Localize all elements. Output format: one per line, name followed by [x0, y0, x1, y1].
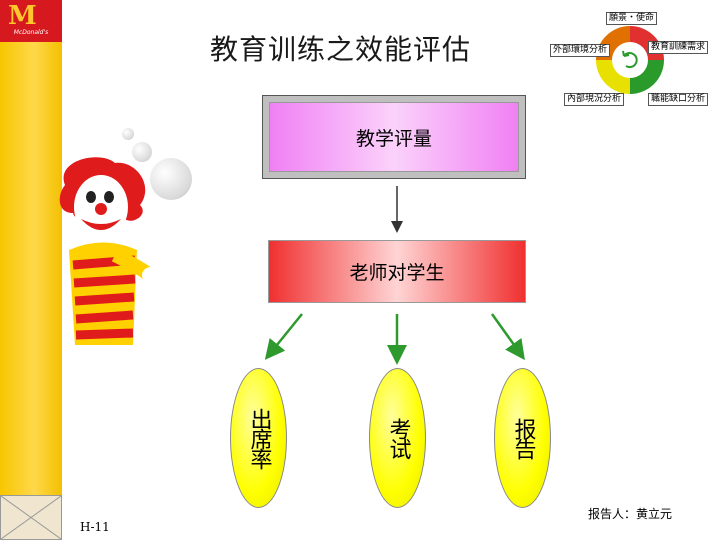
teaching-evaluation-box: 教学评量 [262, 95, 526, 179]
cycle-label-internal: 內部現況分析 [564, 93, 625, 106]
strategy-cycle-diagram: 願景・使命 外部環境分析 教育訓練需求 內部現況分析 職能缺口分析 [548, 8, 720, 108]
attendance-oval: 出席率 [230, 368, 287, 508]
logo-mark: M [8, 1, 37, 31]
logo-text: McDonald's [13, 29, 49, 36]
attendance-label: 出席率 [246, 408, 272, 468]
report-label: 报告 [510, 418, 536, 458]
teaching-evaluation-label: 教学评量 [355, 127, 432, 150]
teaching-evaluation-inner: 教学评量 [269, 102, 519, 172]
exam-oval: 考试 [369, 368, 426, 508]
corner-placeholder-box [0, 495, 62, 540]
ronald-mascot-illustration [59, 157, 160, 345]
cycle-label-external: 外部環境分析 [550, 44, 611, 57]
page-title: 教育训练之效能评估 [210, 33, 472, 66]
teacher-to-student-label: 老师对学生 [349, 262, 445, 284]
arrow-to-report [490, 313, 525, 361]
cycle-label-competency-gap: 職能缺口分析 [648, 93, 709, 106]
reporter-credit: 报告人：黄立元 [588, 507, 673, 521]
thought-bubble-small [122, 128, 134, 140]
arrow-to-attendance [264, 313, 303, 360]
page-code: H-11 [80, 520, 110, 534]
cycle-label-vision: 願景・使命 [606, 12, 658, 25]
report-oval: 报告 [494, 368, 551, 508]
thought-bubble-medium [132, 142, 152, 162]
thought-bubble-large [150, 158, 192, 200]
corner-cross-graphic [1, 496, 61, 539]
teacher-to-student-box: 老师对学生 [268, 240, 526, 303]
brand-sidebar [0, 0, 62, 540]
mcdonalds-logo: M McDonald's [0, 0, 62, 42]
exam-label: 考试 [385, 418, 411, 458]
cycle-label-training-needs: 教育訓練需求 [648, 41, 709, 54]
